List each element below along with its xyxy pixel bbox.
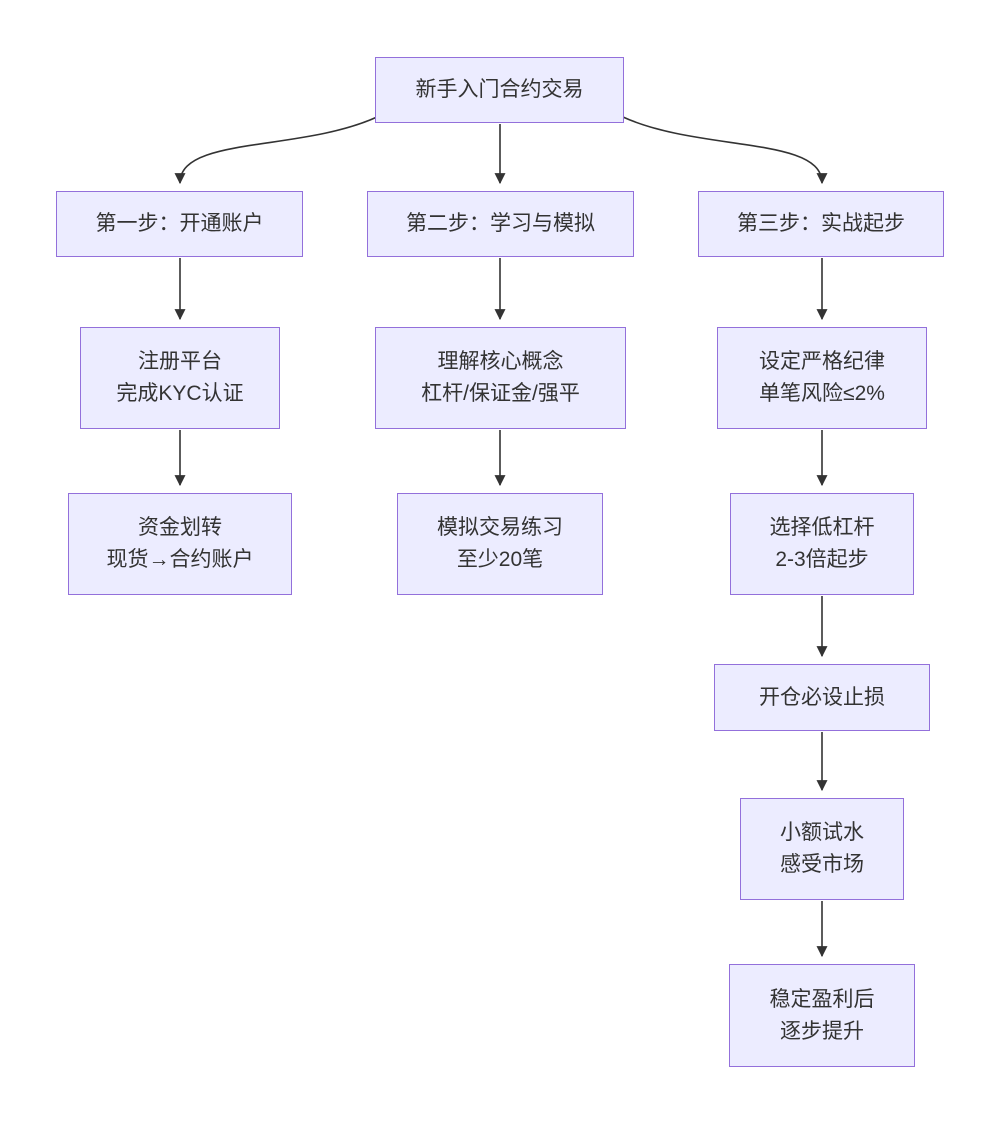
node-label: 感受市场 (780, 853, 864, 876)
node-label: 第三步：实战起步 (737, 212, 905, 236)
node-label: 资金划转 (138, 516, 222, 540)
node-demo-trading: 模拟交易练习 至少20笔 (397, 493, 603, 595)
node-label: 选择低杠杆 (769, 516, 875, 540)
node-scale-up: 稳定盈利后 逐步提升 (729, 964, 915, 1067)
node-label: 开仓必设止损 (759, 685, 885, 709)
node-label: 理解核心概念 (437, 350, 564, 374)
node-fund-transfer: 资金划转 现货→合约账户 (68, 493, 292, 595)
node-label: 杠杆/保证金/强平 (421, 382, 580, 405)
edge-root-step3 (622, 116, 828, 185)
node-step1: 第一步：开通账户 (56, 191, 303, 257)
node-label: 现货→合约账户 (106, 548, 254, 571)
node-label: 稳定盈利后 (769, 987, 875, 1011)
node-step3: 第三步：实战起步 (698, 191, 944, 257)
node-label: 逐步提升 (780, 1019, 864, 1043)
node-stop-loss: 开仓必设止损 (714, 664, 930, 731)
node-label: 小额试水 (780, 821, 864, 845)
node-low-leverage: 选择低杠杆 2-3倍起步 (730, 493, 914, 595)
node-label: 至少20笔 (456, 548, 544, 571)
node-label: 模拟交易练习 (437, 516, 563, 540)
node-small-test: 小额试水 感受市场 (740, 798, 904, 900)
node-label: 完成KYC认证 (116, 382, 244, 405)
node-label: 新手入门合约交易 (415, 78, 584, 102)
node-label: 注册平台 (138, 350, 222, 374)
node-label: 第一步：开通账户 (95, 212, 264, 236)
node-root: 新手入门合约交易 (375, 57, 624, 123)
node-register-kyc: 注册平台 完成KYC认证 (80, 327, 280, 429)
node-label: 设定严格纪律 (759, 350, 885, 374)
node-core-concepts: 理解核心概念 杠杆/保证金/强平 (375, 327, 626, 429)
node-risk-discipline: 设定严格纪律 单笔风险≤2% (717, 327, 927, 429)
node-label: 单笔风险≤2% (759, 382, 885, 405)
node-label: 第二步：学习与模拟 (406, 212, 595, 236)
edge-root-step1 (174, 116, 378, 185)
node-label: 2-3倍起步 (775, 548, 869, 571)
node-step2: 第二步：学习与模拟 (367, 191, 634, 257)
